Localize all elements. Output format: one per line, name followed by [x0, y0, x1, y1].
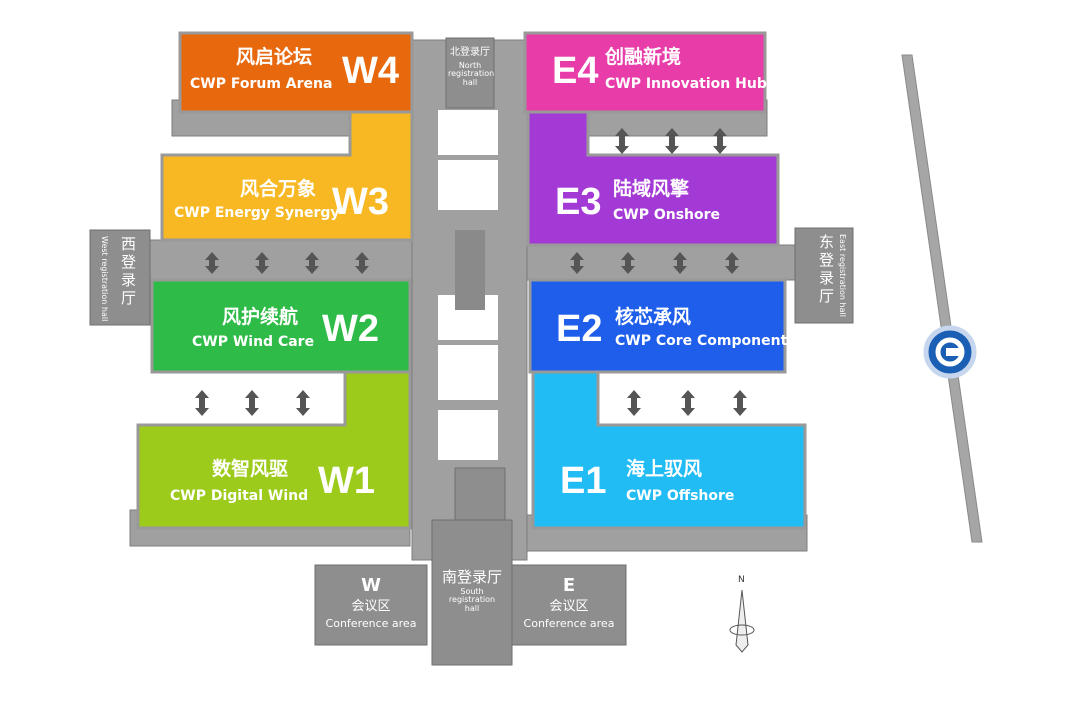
hall-e3-en: CWP Onshore: [613, 207, 721, 223]
road: [901, 54, 983, 543]
west-conference-block: [314, 564, 428, 646]
hall-e2-cn: 核芯承风: [615, 306, 692, 328]
hall-e4: [523, 31, 767, 114]
hall-e4-cn: 创融新境: [605, 46, 682, 68]
north-registration-en: North registration hall: [448, 61, 495, 87]
east-conference-code: E: [562, 575, 576, 596]
hall-w3-code: W3: [332, 181, 389, 223]
west-conference-code: W: [361, 575, 381, 596]
south-registration-cn: 南登录厅: [441, 568, 502, 586]
hall-w3-en: CWP Energy Synergy: [174, 205, 340, 221]
east-registration-en: East registration hall: [838, 234, 847, 317]
hall-e2: [528, 278, 787, 374]
hall-e1-code: E1: [560, 460, 607, 502]
hall-e2-en: CWP Core Components: [615, 333, 796, 349]
hall-w1: [136, 370, 412, 530]
hall-e3-code: E3: [555, 181, 602, 223]
hall-e3: [526, 110, 780, 247]
compass-north-label: N: [738, 575, 745, 585]
hall-e1: [531, 370, 807, 530]
hall-w3-cn: 风合万象: [240, 178, 317, 200]
hall-w1-code: W1: [318, 460, 375, 502]
hall-w2-code: W2: [322, 308, 379, 350]
south-registration-block: [431, 519, 513, 666]
connection-arrows: [195, 128, 747, 416]
hall-w2-cn: 风护续航: [222, 306, 299, 328]
hall-e4-en: CWP Innovation Hub: [605, 76, 767, 92]
west-conference-cn: 会议区: [351, 599, 391, 614]
north-registration-block: [445, 37, 495, 109]
west-registration-cn: 西登录厅: [119, 236, 137, 308]
hall-w1-en: CWP Digital Wind: [170, 488, 309, 504]
hall-e1-en: CWP Offshore: [626, 488, 735, 504]
west-registration-en: West registration hall: [100, 236, 109, 322]
hall-w1-cn: 数智风驱: [212, 458, 289, 480]
hall-w2-en: CWP Wind Care: [192, 334, 315, 350]
south-registration-en: South registration hall: [448, 587, 496, 613]
west-registration-block: [89, 229, 151, 326]
east-conference-block: [511, 564, 627, 646]
hall-w4-cn: 风启论坛: [236, 46, 313, 68]
east-conference-en: Conference area: [523, 617, 615, 630]
hall-e3-cn: 陆域风擎: [613, 178, 690, 200]
compass-icon: [729, 589, 755, 653]
east-registration-cn: 东登录厅: [817, 234, 835, 306]
hall-e4-code: E4: [552, 50, 599, 92]
hall-w3: [160, 110, 414, 242]
hall-e2-code: E2: [556, 308, 603, 350]
west-conference-en: Conference area: [325, 617, 417, 630]
east-conference-cn: 会议区: [549, 599, 589, 614]
hall-w4-en: CWP Forum Arena: [190, 76, 333, 92]
east-registration-block: [794, 227, 854, 324]
subway-icon: [923, 325, 977, 379]
hall-e1-cn: 海上驭风: [626, 458, 703, 480]
hall-w4-code: W4: [342, 50, 399, 92]
north-registration-cn: 北登录厅: [450, 47, 490, 58]
